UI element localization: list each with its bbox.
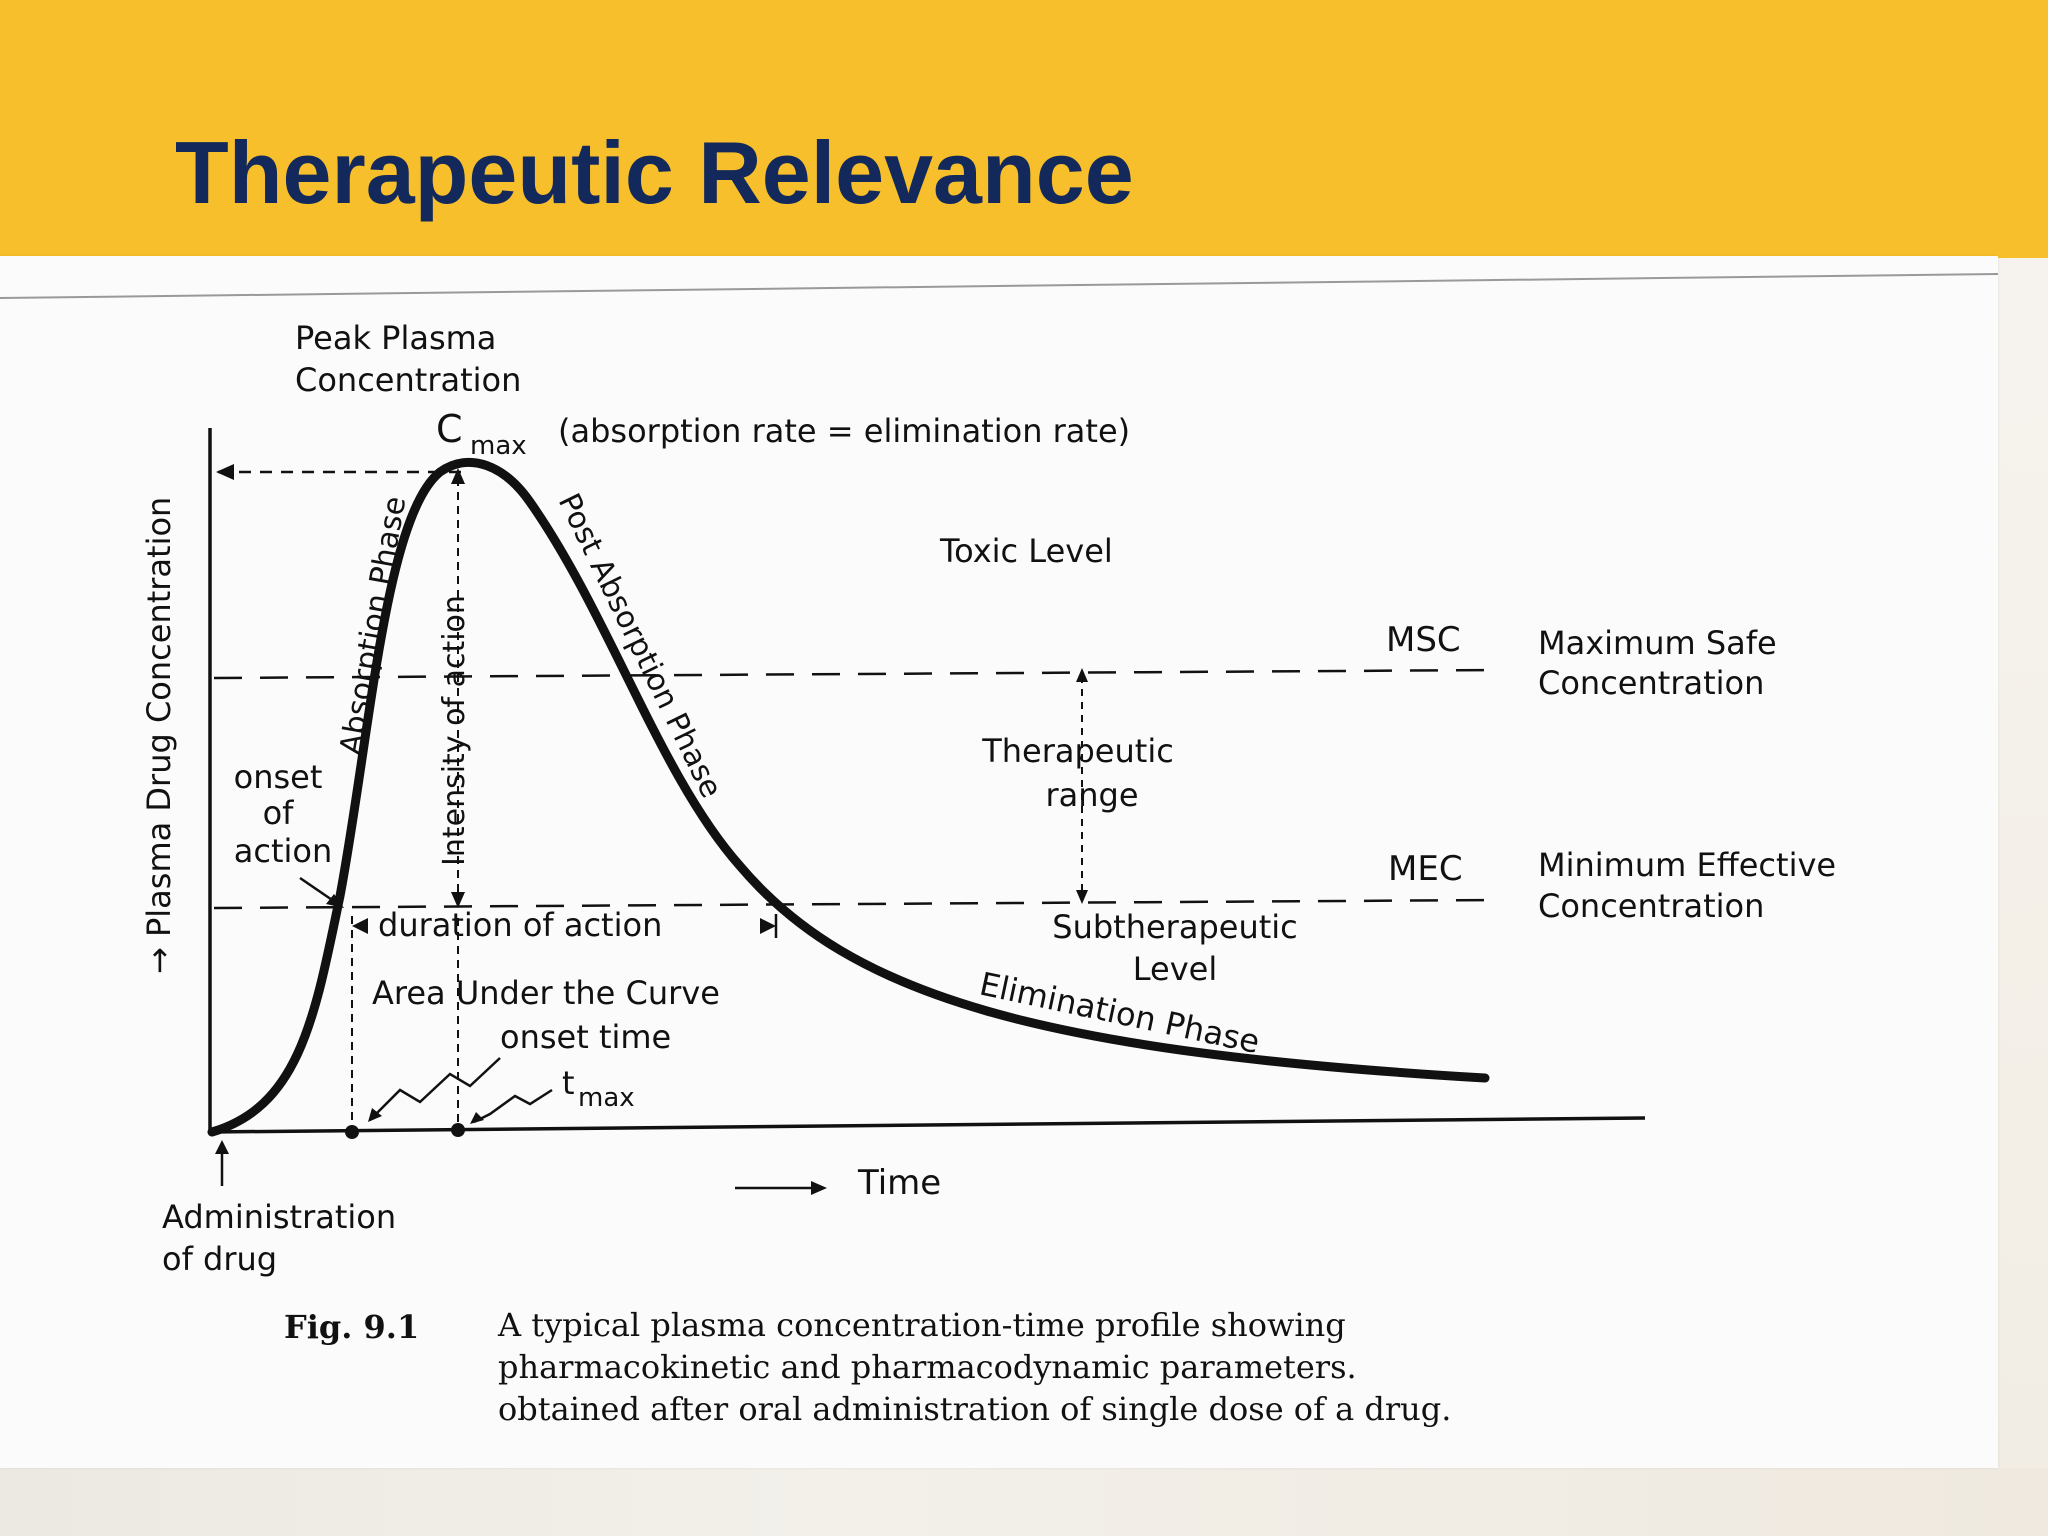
mec-dashed-line	[213, 898, 1499, 910]
cmax-note: (absorption rate = elimination rate)	[558, 412, 1130, 450]
duration-arrow-left	[352, 918, 368, 934]
tmax-subscript: max	[578, 1083, 635, 1113]
cmax-subscript: max	[470, 431, 527, 461]
pk-profile-figure: Peak Plasma Concentration C max (absorpt…	[0, 256, 1999, 1468]
intensity-arrow-down	[451, 892, 465, 908]
y-axis-label: → Plasma Drug Concentration	[140, 497, 178, 974]
onset-pointer-head	[326, 894, 344, 908]
tmax-point	[451, 1123, 465, 1137]
therapeutic-range-line1: Therapeutic	[981, 732, 1174, 770]
auc-label: Area Under the Curve	[372, 974, 720, 1012]
peak-label-line1: Peak Plasma	[295, 319, 496, 357]
elimination-phase-label: Elimination Phase	[976, 965, 1263, 1061]
background-strip-bottom	[0, 1468, 2048, 1536]
intensity-arrow-up	[451, 468, 465, 484]
tmax-label: t	[562, 1064, 575, 1102]
scan-edge-line	[0, 273, 1999, 299]
subtherapeutic-line2: Level	[1133, 950, 1217, 988]
msc-full-line1: Maximum Safe	[1538, 624, 1777, 662]
msc-dashed-line	[213, 668, 1499, 680]
msc-label: MSC	[1386, 620, 1461, 660]
admin-label-line1: Administration	[162, 1198, 396, 1236]
x-axis-arrow-head	[811, 1181, 827, 1195]
onset-time-pointer	[369, 1057, 501, 1121]
toxic-level-label: Toxic Level	[939, 532, 1113, 570]
onset-of-action-line3: action	[234, 832, 333, 870]
onset-time-pointer-head	[368, 1108, 382, 1122]
caption-line3: obtained after oral administration of si…	[498, 1390, 1451, 1428]
cmax-label: C	[436, 407, 463, 451]
slide-title: Therapeutic Relevance	[175, 123, 1134, 222]
tmax-pointer-head	[470, 1112, 484, 1124]
header-swoosh	[0, 236, 2048, 258]
duration-arrow-right	[760, 918, 776, 934]
onset-time-point	[345, 1125, 359, 1139]
admin-label-line2: of drug	[162, 1240, 277, 1278]
subtherapeutic-line1: Subtherapeutic	[1052, 908, 1298, 946]
pk-diagram: Peak Plasma Concentration C max (absorpt…	[0, 273, 1999, 1428]
tmax-pointer	[473, 1088, 553, 1124]
concentration-curve	[207, 458, 1490, 1137]
therapeutic-arrow-up	[1076, 668, 1088, 682]
background-strip-right	[1998, 258, 2048, 1468]
onset-of-action-line2: of	[263, 794, 295, 832]
intensity-of-action-label: Intensity of action	[437, 595, 472, 866]
admin-arrow-head	[215, 1140, 229, 1154]
peak-label-line2: Concentration	[295, 361, 521, 399]
mec-full-line1: Minimum Effective	[1538, 846, 1836, 884]
post-absorption-phase-label: Post Absorption Phase	[551, 488, 729, 803]
slide-header: Therapeutic Relevance	[0, 0, 2048, 258]
mec-full-line2: Concentration	[1538, 887, 1764, 925]
mec-label: MEC	[1388, 849, 1463, 889]
msc-full-line2: Concentration	[1538, 664, 1764, 702]
absorption-phase-label: Absorption Phase	[333, 494, 413, 758]
caption-line2: pharmacokinetic and pharmacodynamic para…	[498, 1348, 1357, 1386]
x-axis-label: Time	[857, 1163, 941, 1203]
therapeutic-range-line2: range	[1045, 776, 1138, 814]
x-axis-line	[209, 1116, 1646, 1134]
cmax-arrowhead	[216, 464, 234, 480]
caption-line1: A typical plasma concentration-time prof…	[497, 1306, 1346, 1344]
onset-time-label: onset time	[500, 1018, 671, 1056]
onset-of-action-line1: onset	[234, 758, 323, 796]
caption-label: Fig. 9.1	[284, 1308, 419, 1346]
duration-of-action-label: duration of action	[378, 906, 662, 944]
therapeutic-arrow-down	[1076, 890, 1088, 904]
